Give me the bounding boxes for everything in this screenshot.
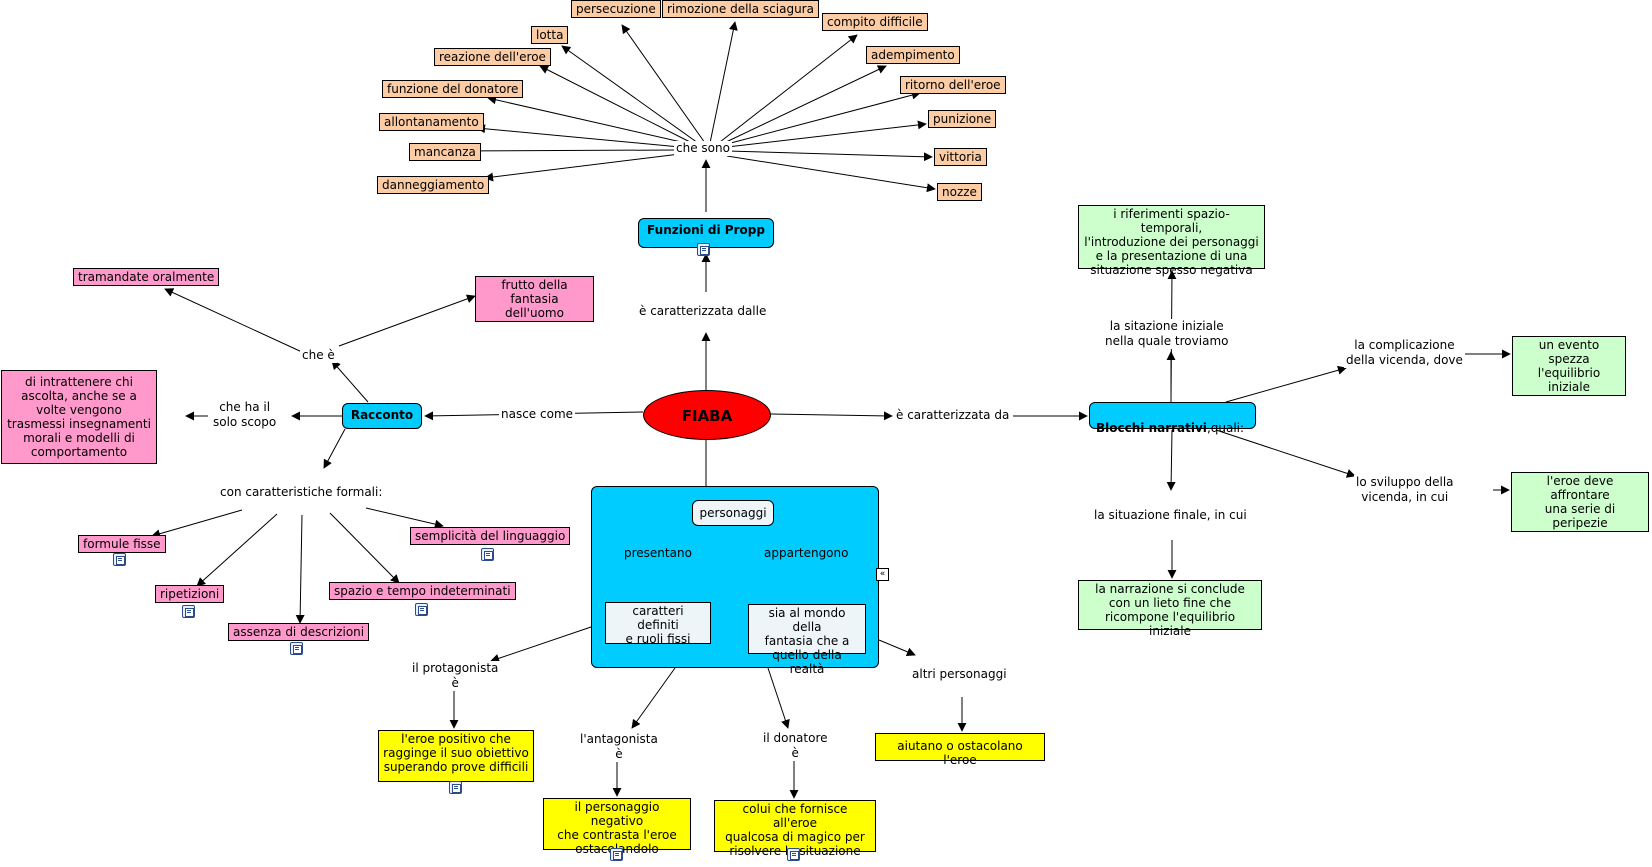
link-caratterizzata-da: è caratterizzata da bbox=[894, 408, 1012, 423]
link-presentano: presentano bbox=[622, 546, 694, 561]
propp-function-reazione-dell-eroe[interactable]: reazione dell'eroe bbox=[434, 48, 551, 66]
connector-12 bbox=[484, 153, 681, 182]
racconto-scopo[interactable]: di intrattenere chi ascolta, anche se a … bbox=[1, 370, 157, 464]
formale-assenza-di-descrizioni[interactable]: assenza di descrizioni bbox=[228, 623, 370, 641]
propp-function-persecuzione[interactable]: persecuzione bbox=[571, 0, 661, 18]
connector-33 bbox=[1225, 365, 1347, 403]
document-icon[interactable] bbox=[481, 548, 494, 561]
link-protagonista: il protagonista è bbox=[410, 661, 501, 691]
blocchi-title: Blocchi narrativi bbox=[1096, 421, 1207, 435]
blocchi-finale[interactable]: la narrazione si conclude con un lieto f… bbox=[1078, 580, 1262, 638]
link-situazione-finale: la situazione finale, in cui bbox=[1092, 508, 1249, 523]
connector-9 bbox=[726, 120, 927, 148]
connector-1 bbox=[709, 21, 738, 144]
connector-49 bbox=[767, 667, 790, 729]
connector-45 bbox=[490, 626, 592, 663]
connector-7 bbox=[726, 90, 921, 145]
connector-28 bbox=[365, 507, 444, 529]
link-che-e: che è bbox=[300, 348, 337, 363]
blocchi-iniziale[interactable]: i riferimenti spazio-temporali, l'introd… bbox=[1078, 205, 1265, 277]
propp-function-funzione-del-donatore[interactable]: funzione del donatore bbox=[382, 80, 524, 98]
connector-47 bbox=[631, 667, 676, 729]
connector-13 bbox=[726, 155, 936, 193]
document-icon[interactable] bbox=[113, 553, 126, 566]
personaggi-protagonista[interactable]: l'eroe positivo che ragginge il suo obie… bbox=[378, 730, 534, 782]
document-icon[interactable] bbox=[182, 605, 195, 618]
connector-23 bbox=[323, 428, 346, 469]
propp-function-ritorno-dell-eroe[interactable]: ritorno dell'eroe bbox=[900, 76, 1006, 94]
connector-26 bbox=[295, 514, 305, 624]
propp-function-rimozione-della-sciagura[interactable]: rimozione della sciagura bbox=[662, 0, 819, 18]
personaggi-altri[interactable]: aiutano o ostacolano l'eroe bbox=[875, 733, 1045, 767]
personaggi-caratteri[interactable]: caratteri definiti e ruoli fissi bbox=[605, 602, 711, 646]
document-icon[interactable] bbox=[787, 848, 800, 861]
propp-function-mancanza[interactable]: mancanza bbox=[409, 143, 481, 161]
propp-function-punizione[interactable]: punizione bbox=[928, 110, 997, 128]
connector-51 bbox=[878, 639, 916, 657]
personaggi-antagonista[interactable]: il personaggio negativo che contrasta l'… bbox=[543, 798, 691, 856]
racconto-frutto-della-fantasia[interactable]: frutto della fantasia dell'uomo bbox=[475, 276, 594, 322]
formale-spazio-e-tempo[interactable]: spazio e tempo indeterminati bbox=[329, 582, 516, 600]
propp-function-compito-difficile[interactable]: compito difficile bbox=[822, 13, 928, 31]
blocchi-sviluppo[interactable]: l'eroe deve affrontare una serie di peri… bbox=[1511, 472, 1649, 532]
collapse-icon[interactable]: « bbox=[876, 568, 889, 581]
connector-18 bbox=[331, 360, 369, 403]
connector-35 bbox=[1215, 429, 1356, 478]
link-nasce-come: nasce come bbox=[499, 407, 576, 422]
propp-function-danneggiamento[interactable]: danneggiamento bbox=[377, 176, 490, 194]
personaggi-mondo[interactable]: sia al mondo della fantasia che a quello… bbox=[748, 604, 866, 676]
node-fiaba[interactable]: FIABA bbox=[643, 390, 771, 440]
connector-3 bbox=[719, 34, 858, 143]
connector-5 bbox=[723, 65, 887, 144]
propp-function-adempimento[interactable]: adempimento bbox=[866, 46, 960, 64]
propp-function-nozze[interactable]: nozze bbox=[937, 183, 982, 201]
node-personaggi[interactable]: personaggi bbox=[692, 500, 774, 526]
connector-10 bbox=[452, 146, 679, 156]
connector-8 bbox=[476, 124, 681, 148]
connector-11 bbox=[726, 150, 933, 162]
connector-24 bbox=[151, 509, 243, 539]
connector-19 bbox=[164, 288, 303, 353]
connector-29 bbox=[770, 411, 893, 421]
formale-formule-fisse[interactable]: formule fisse bbox=[78, 535, 166, 553]
node-blocchi-narrativi[interactable]: Blocchi narrativi,quali: bbox=[1089, 402, 1256, 435]
propp-function-vittoria[interactable]: vittoria bbox=[934, 148, 987, 166]
link-situazione-iniziale: la sitazione iniziale nella quale trovia… bbox=[1103, 319, 1231, 349]
link-sviluppo: lo sviluppo della vicenda, in cui bbox=[1354, 475, 1456, 505]
propp-function-lotta[interactable]: lotta bbox=[531, 26, 569, 44]
document-icon[interactable] bbox=[290, 642, 303, 655]
link-altri-personaggi: altri personaggi bbox=[910, 667, 1009, 682]
link-complicazione: la complicazione della vicenda, dove bbox=[1344, 338, 1465, 368]
connector-2 bbox=[561, 45, 699, 144]
blocchi-title-suffix: ,quali: bbox=[1206, 421, 1245, 435]
link-caratteristiche-formali: con caratteristiche formali: bbox=[218, 485, 385, 500]
link-che-ha-il-solo-scopo: che ha il solo scopo bbox=[211, 400, 279, 430]
blocchi-complicazione[interactable]: un evento spezza l'equilibrio iniziale bbox=[1512, 336, 1626, 396]
link-appartengono: appartengono bbox=[762, 546, 851, 561]
link-caratterizzata-dalle: è caratterizzata dalle bbox=[637, 304, 769, 319]
link-antagonista: l'antagonista è bbox=[578, 732, 660, 762]
connector-37 bbox=[1166, 429, 1176, 491]
link-che-sono: che sono bbox=[674, 141, 732, 156]
connector-6 bbox=[487, 95, 691, 145]
racconto-tramandate-oralmente[interactable]: tramandate oralmente bbox=[73, 268, 220, 286]
formale-ripetizioni[interactable]: ripetizioni bbox=[155, 585, 225, 603]
document-icon[interactable] bbox=[449, 781, 462, 794]
document-icon[interactable] bbox=[415, 603, 428, 616]
personaggi-donatore[interactable]: colui che fornisce all'eroe qualcosa di … bbox=[714, 800, 876, 858]
document-icon[interactable] bbox=[610, 848, 623, 861]
connector-27 bbox=[329, 512, 400, 584]
node-racconto[interactable]: Racconto bbox=[342, 403, 422, 429]
connector-0 bbox=[621, 24, 706, 144]
link-donatore: il donatore è bbox=[761, 731, 830, 761]
connector-20 bbox=[338, 294, 476, 347]
connector-25 bbox=[196, 513, 278, 587]
propp-function-allontanamento[interactable]: allontanamento bbox=[379, 113, 484, 131]
formale-semplicita-del-linguaggio[interactable]: semplicità del linguaggio bbox=[410, 527, 571, 545]
document-icon[interactable] bbox=[697, 243, 710, 256]
connector-4 bbox=[539, 65, 693, 144]
